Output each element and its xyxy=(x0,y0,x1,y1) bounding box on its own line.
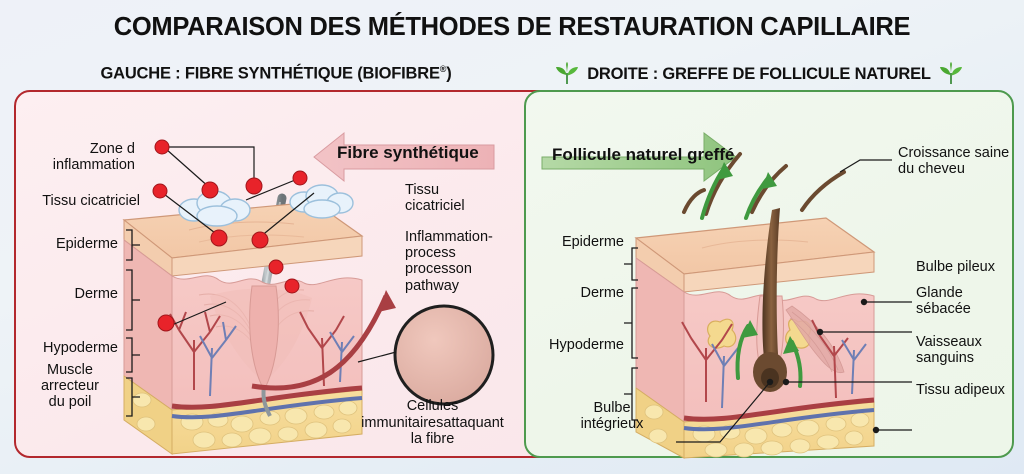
label-hypodermis-left: Hypoderme xyxy=(43,340,118,356)
label-blood-vessels: Vaisseaux sanguins xyxy=(916,334,982,367)
page-title: COMPARAISON DES MÉTHODES DE RESTAURATION… xyxy=(113,13,911,41)
label-dermis-right: Derme xyxy=(580,285,624,301)
natural-follicle-banner-label: Follicule naturel greffé xyxy=(552,145,735,164)
left-panel-subtitle: GAUCHE : FIBRE SYNTHÉTIQUE (BIOFIBRE®) xyxy=(56,63,496,85)
label-hair-bulb: Bulbe pileux xyxy=(916,259,995,275)
label-scar-tissue-right: Tissu cicatriciel xyxy=(405,182,465,215)
left-subtitle-tail: ) xyxy=(446,64,452,83)
right-subtitle-text: DROITE : GREFFE DE FOLLICULE NATUREL xyxy=(587,64,931,83)
label-hypodermis-right: Hypoderme xyxy=(549,337,624,353)
label-intact-bulb: Bulbe intégrieux xyxy=(580,400,644,433)
sprout-leaf-icon xyxy=(556,62,579,84)
label-healthy-hair-growth: Croissance saine du cheveu xyxy=(898,145,1010,178)
label-sebaceous-gland: Glande sébacée xyxy=(916,285,971,318)
sprout-leaf-icon xyxy=(939,62,962,84)
right-panel-subtitle: DROITE : GREFFE DE FOLLICULE NATUREL xyxy=(524,62,994,85)
label-epidermis-left: Epiderme xyxy=(55,236,118,252)
label-arrector-pili-muscle: Muscle arrecteur du poil xyxy=(40,362,100,411)
label-inflammation-zone: Zone d inflammation xyxy=(52,141,135,174)
right-panel-diagram xyxy=(541,132,912,459)
registered-mark: ® xyxy=(439,64,447,75)
left-panel-diagram xyxy=(122,131,774,455)
left-subtitle-text: GAUCHE : FIBRE SYNTHÉTIQUE (BIOFIBRE xyxy=(100,64,440,83)
synthetic-fiber-banner-label: Fibre synthétique xyxy=(337,143,479,162)
label-epidermis-right: Epiderme xyxy=(561,234,624,250)
label-scar-tissue-left: Tissu cicatriciel xyxy=(42,193,140,209)
label-dermis-left: Derme xyxy=(74,286,118,302)
label-inflammation-pathway: Inflammation- process processon pathway xyxy=(405,229,493,294)
label-adipose-tissue: Tissu adipeux xyxy=(916,382,1005,398)
label-immune-cells-caption: Cellules immunitairesattaquant la fibre xyxy=(361,398,504,448)
